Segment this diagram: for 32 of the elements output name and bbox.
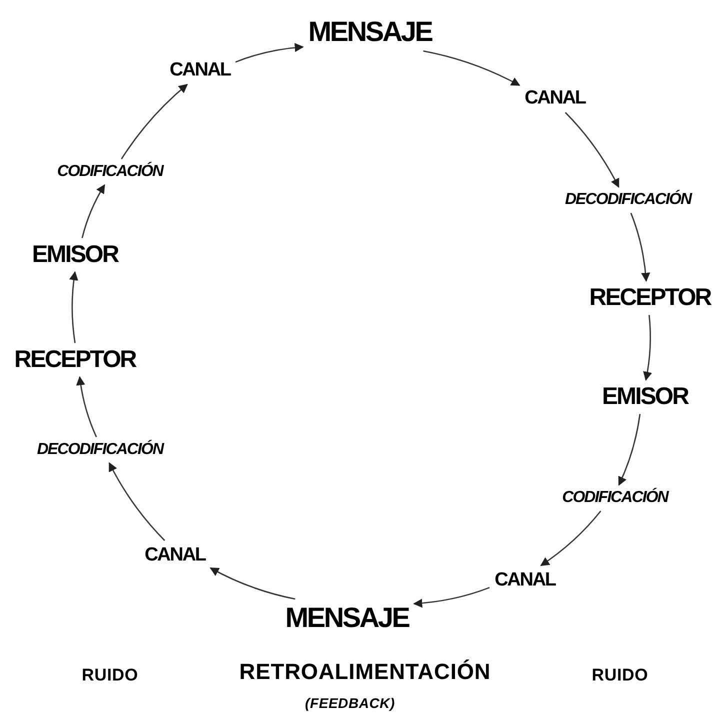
arrow [413,586,490,608]
stage-label: CANAL [144,546,206,564]
arrow [120,84,188,160]
process-label: CODIFICACIÓN [57,164,163,180]
arrow [82,184,106,238]
arrow [423,50,520,86]
stage-label: MENSAJE [308,18,432,46]
arrow [69,271,78,344]
noise-label: RUIDO [82,666,138,684]
stage-label: CANAL [494,570,556,590]
arrow [76,376,97,438]
arrow [630,212,650,282]
feedback-title: RETROALIMENTACIÓN [239,661,491,683]
arrow [235,43,304,63]
arrow [618,414,641,486]
feedback-subtitle: (FEEDBACK) [305,696,395,710]
stage-label: RECEPTOR [14,348,136,372]
stage-label: EMISOR [32,243,118,267]
stage-label: RECEPTOR [589,286,711,310]
noise-label: RUIDO [592,666,648,684]
arrow [564,112,620,188]
process-label: CODIFICACIÓN [562,490,668,506]
stage-label: CANAL [170,60,230,80]
arrow [540,510,602,566]
arrow [108,462,166,541]
stage-label: MENSAJE [285,604,409,632]
process-label: DECODIFICACIÓN [36,442,164,458]
arrow [210,567,296,600]
stage-label: CANAL [524,88,586,108]
stage-label: EMISOR [602,385,688,409]
arrow [643,314,652,381]
process-label: DECODIFICACIÓN [564,192,692,208]
